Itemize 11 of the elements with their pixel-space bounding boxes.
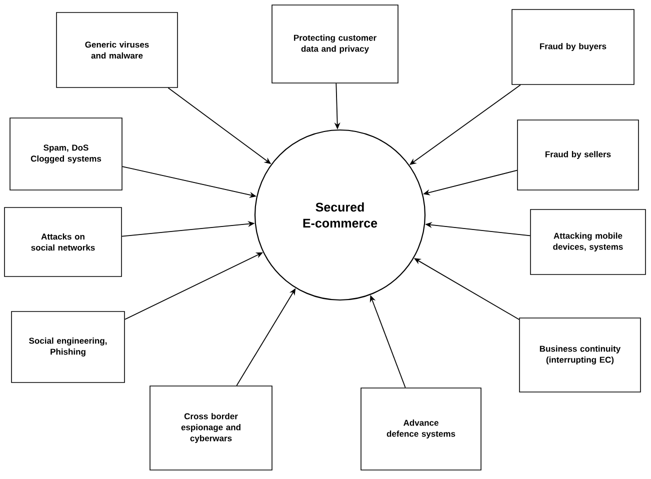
threat-box: Attacking mobile devices, systems xyxy=(530,209,646,275)
threat-box: Fraud by buyers xyxy=(512,9,634,85)
threat-box: Social engineering, Phishing xyxy=(11,311,125,383)
threat-box: Spam, DoS Clogged systems xyxy=(10,118,122,190)
threat-box: Advance defence systems xyxy=(360,388,482,470)
threat-box: Generic viruses and malware xyxy=(56,12,178,88)
threat-box: Fraud by sellers xyxy=(517,120,639,190)
threat-box: Attacks on social networks xyxy=(4,207,122,277)
threat-box: Protecting customer data and privacy xyxy=(272,4,398,84)
threat-box: Cross border espionage and cyberwars xyxy=(150,386,272,470)
threat-box: Business continuity (interrupting EC) xyxy=(519,318,641,392)
